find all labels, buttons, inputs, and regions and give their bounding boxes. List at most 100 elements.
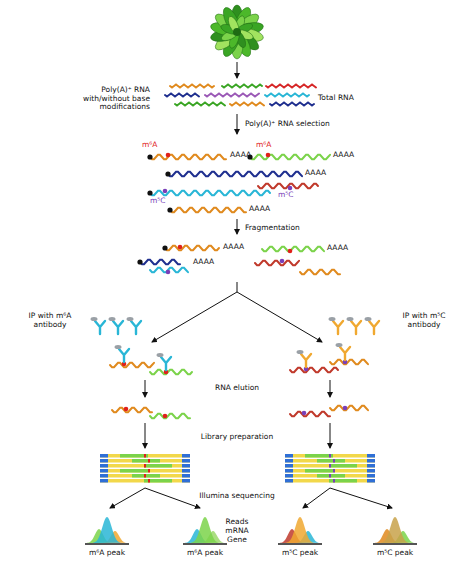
adapter (285, 469, 293, 473)
modified-base (148, 469, 150, 473)
modification-label: m⁶A (142, 141, 157, 150)
antibody-bead (91, 317, 98, 321)
modified-base (333, 479, 335, 483)
modification-dot (163, 189, 168, 194)
modified-base (148, 479, 150, 483)
adapter (285, 479, 293, 483)
gene-bar (183, 543, 227, 545)
modification-label: m⁵C (150, 197, 166, 206)
adapter (367, 464, 375, 468)
step-label: IP with m⁶A antibody (20, 312, 80, 329)
step-label: Library preparation (201, 433, 273, 442)
antibody-bead (109, 317, 116, 321)
rna-strand (250, 155, 330, 159)
modification-dot (124, 407, 129, 412)
adapter (182, 459, 190, 463)
adapter (100, 464, 108, 468)
adapter (182, 474, 190, 478)
modified-base (329, 454, 331, 458)
gene-bar (278, 543, 322, 545)
sequencing-library (100, 454, 375, 483)
adapter (367, 469, 375, 473)
step-label: Poly(A)⁺ RNA with/without base modificat… (58, 86, 150, 112)
peak-label: m⁶A peak (187, 549, 223, 558)
peak (93, 517, 121, 543)
read (285, 474, 375, 478)
rna-strand (165, 246, 219, 250)
antibody-bead (157, 353, 164, 357)
plant-center (233, 28, 241, 36)
insert (305, 454, 333, 458)
insert (120, 469, 148, 473)
peak-label: m⁵C peak (377, 549, 413, 558)
adapter (367, 479, 375, 483)
rna-strand (270, 103, 314, 106)
rna-strand (110, 363, 154, 367)
polya-tail-label: AAAA (230, 151, 251, 160)
peak (381, 517, 409, 543)
modified-base (148, 459, 150, 463)
flow-arrow (330, 423, 331, 448)
step-label: Fragmentation (245, 224, 300, 233)
rna-strand (150, 370, 192, 374)
adapter (367, 459, 375, 463)
modified-base (333, 459, 335, 463)
modified-base (333, 469, 335, 473)
adapter (367, 454, 375, 458)
antibody-bead (329, 317, 336, 321)
adapter (285, 464, 293, 468)
polya-tail-label: AAAA (305, 169, 326, 178)
track-label: Reads (226, 518, 249, 527)
cap (147, 190, 152, 195)
modified-base (329, 474, 331, 478)
modified-base (144, 454, 146, 458)
modified-base (144, 474, 146, 478)
antibody (113, 321, 123, 334)
rna-strand (266, 85, 316, 88)
antibody (131, 321, 141, 334)
rna-strand (175, 103, 225, 106)
antibody-bead (336, 343, 343, 347)
adapter (100, 459, 108, 463)
flow-arrow (330, 488, 392, 508)
antibody (333, 321, 343, 334)
flow-arrow (237, 292, 322, 342)
rna-strand (330, 360, 368, 364)
modification-dot (302, 411, 307, 416)
modification-dot (178, 245, 183, 250)
insert (144, 479, 172, 483)
peak-label: m⁶A peak (89, 549, 125, 558)
step-label: Illumina sequencing (199, 492, 274, 501)
insert (317, 474, 345, 478)
adapter (100, 479, 108, 483)
rna-strand (300, 270, 340, 274)
rna-strand (150, 155, 226, 159)
flow-arrow (145, 380, 146, 397)
flow-arrow (110, 488, 145, 508)
read-peaks (85, 517, 417, 545)
antibody-bead (297, 350, 304, 354)
peak-label: m⁵C peak (282, 549, 318, 558)
antibody-bead (127, 317, 134, 321)
flow-arrow (303, 488, 330, 508)
adapter (182, 469, 190, 473)
read (100, 474, 190, 478)
cap (162, 245, 167, 250)
step-label: RNA elution (215, 384, 259, 393)
antibody-bead (347, 317, 354, 321)
adapter (285, 474, 293, 478)
flow-arrow (152, 292, 237, 342)
gene-bar (373, 543, 417, 545)
polya-tail-label: AAAA (193, 258, 214, 267)
read (100, 454, 190, 458)
read (285, 479, 375, 483)
rna-strand (112, 408, 152, 412)
rna-strand (222, 85, 262, 88)
insert (317, 459, 345, 463)
modification-dot (266, 153, 271, 158)
read (100, 479, 190, 483)
rna-strand (255, 261, 299, 265)
insert (305, 469, 333, 473)
track-label: mRNA (225, 527, 248, 536)
insert (329, 464, 357, 468)
